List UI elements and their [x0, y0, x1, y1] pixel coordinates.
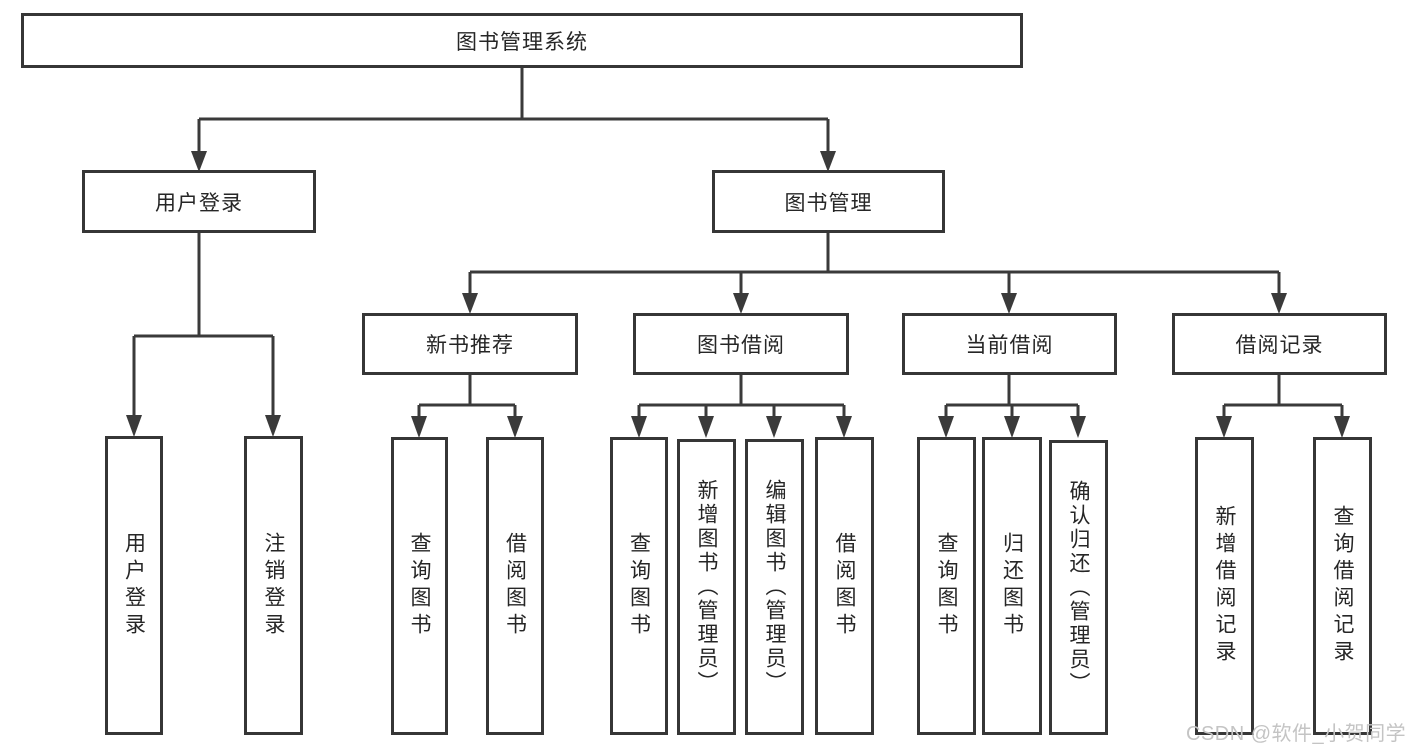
arrowhead-book-management: [820, 151, 836, 172]
leaf-query-books-2: 查询图书: [610, 437, 668, 735]
leaf-query-borrow-record: 查询借阅记录: [1313, 437, 1372, 735]
node-new-book-recommend: 新书推荐: [362, 313, 578, 375]
leaf-query-books-1-label: 查询图书: [408, 532, 431, 640]
leaf-borrow-books-2-label: 借阅图书: [833, 532, 856, 640]
leaf-user-login-label: 用户登录: [122, 531, 146, 640]
connector-records-children: [1216, 375, 1350, 438]
leaf-borrow-books-2: 借阅图书: [815, 437, 874, 735]
leaf-return-books-label: 归还图书: [1000, 532, 1024, 640]
leaf-logout: 注销登录: [244, 436, 303, 735]
leaf-query-books-1: 查询图书: [391, 437, 448, 735]
arrowhead-edit-book: [766, 416, 782, 438]
arrowhead-borrow-books-1: [507, 416, 523, 438]
connector-current-borrow-children: [938, 375, 1086, 438]
leaf-add-book-admin-label: 新增图书（管理员）: [695, 479, 718, 695]
node-current-borrowing: 当前借阅: [902, 313, 1117, 375]
leaf-query-books-3: 查询图书: [917, 437, 976, 735]
leaf-edit-book-admin-label: 编辑图书（管理员）: [763, 479, 786, 695]
leaf-add-book-admin: 新增图书（管理员）: [677, 439, 736, 735]
connector-book-mgmt-children: [462, 233, 1287, 314]
leaf-return-books: 归还图书: [982, 437, 1042, 735]
node-book-management: 图书管理: [712, 170, 945, 233]
arrowhead-return-books: [1004, 416, 1020, 438]
arrowhead-book-borrowing: [733, 293, 749, 314]
node-book-borrowing: 图书借阅: [633, 313, 849, 375]
connector-new-book-children: [411, 375, 523, 438]
leaf-query-books-3-label: 查询图书: [935, 532, 958, 640]
arrowhead-confirm-return: [1070, 416, 1086, 438]
arrowhead-new-book-recommend: [462, 293, 478, 314]
leaf-add-borrow-record-label: 新增借阅记录: [1213, 505, 1236, 667]
arrowhead-user-login: [191, 151, 207, 172]
arrowhead-leaf-user-login: [126, 415, 142, 437]
leaf-query-books-2-label: 查询图书: [627, 532, 651, 640]
arrowhead-add-borrow-record: [1216, 416, 1232, 438]
watermark: CSDN @软件_小贺同学: [1186, 723, 1405, 745]
arrowhead-borrowing-records: [1271, 293, 1287, 314]
arrowhead-query-books-3: [938, 416, 954, 438]
leaf-add-borrow-record: 新增借阅记录: [1195, 437, 1254, 735]
leaf-logout-label: 注销登录: [262, 531, 285, 640]
connector-book-borrow-children: [631, 375, 852, 438]
leaf-user-login: 用户登录: [105, 436, 163, 735]
arrowhead-borrow-books-2: [836, 416, 852, 438]
arrowhead-leaf-logout: [265, 415, 281, 437]
leaf-query-borrow-record-label: 查询借阅记录: [1331, 505, 1354, 667]
node-root: 图书管理系统: [21, 13, 1023, 68]
arrowhead-query-borrow-record: [1334, 416, 1350, 438]
leaf-borrow-books-1-label: 借阅图书: [503, 532, 527, 640]
arrowhead-query-books-1: [411, 416, 427, 438]
arrowhead-current-borrowing: [1001, 293, 1017, 314]
leaf-borrow-books-1: 借阅图书: [486, 437, 544, 735]
arrowhead-query-books-2: [631, 416, 647, 438]
leaf-edit-book-admin: 编辑图书（管理员）: [745, 439, 804, 735]
arrowhead-add-book: [698, 416, 714, 438]
connector-user-login-children: [126, 233, 281, 437]
leaf-confirm-return-admin-label: 确认归还（管理员）: [1067, 479, 1090, 696]
node-user-login: 用户登录: [82, 170, 316, 233]
connector-root-to-level2: [191, 68, 836, 172]
leaf-confirm-return-admin: 确认归还（管理员）: [1049, 440, 1108, 735]
node-borrowing-records: 借阅记录: [1172, 313, 1387, 375]
